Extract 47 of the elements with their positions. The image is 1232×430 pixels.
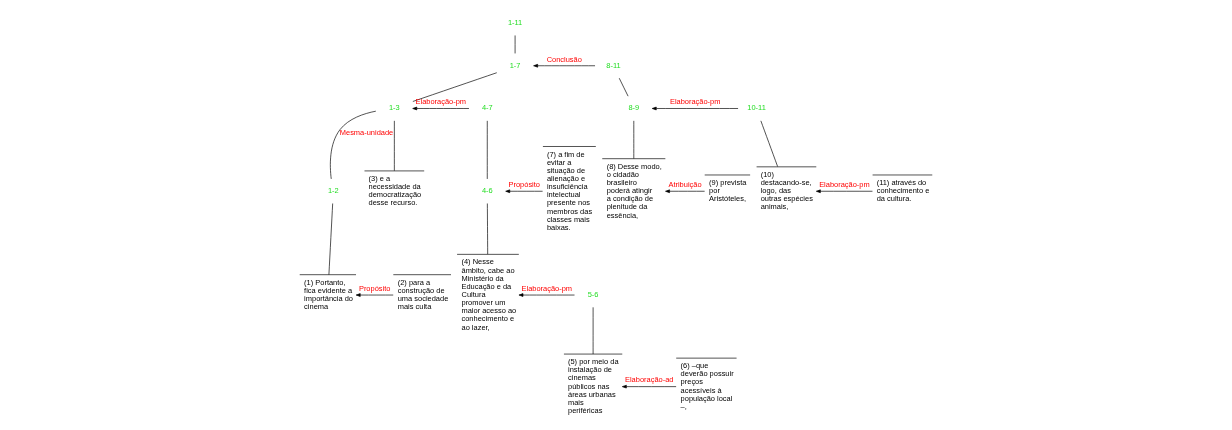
node-text: (6) –que deverão possuir preços acessíveis à população local –, xyxy=(680,361,734,411)
edge-label: Propósito xyxy=(358,283,391,293)
node-text: (7) a fim de evitar a situação de alienação e insuficiência intelectual presente nos membros das classes mais baixas. xyxy=(546,149,593,232)
arrow xyxy=(651,106,739,111)
connector xyxy=(633,120,635,159)
arrow xyxy=(355,293,394,297)
node-text: (10) destacando-se, logo, das outras espécies animais, xyxy=(760,169,813,212)
node-text: 4-6 xyxy=(481,186,493,196)
node-text: 1-7 xyxy=(509,60,521,70)
edge-label: Elaboração-pm xyxy=(669,97,721,107)
node-text: (2) para a construção de uma sociedade mais culta xyxy=(397,277,449,312)
arrow xyxy=(505,189,543,193)
arrow xyxy=(412,106,470,111)
node-text: 8-11 xyxy=(606,60,621,70)
edge-label: Elaboração-pm xyxy=(415,97,467,107)
node-text: 8-9 xyxy=(628,103,640,113)
node-text: 4-7 xyxy=(481,103,493,113)
edge-label: Elaboração-pm xyxy=(521,283,573,293)
node-text: (4) Nesse âmbito, cabe ao Ministério da Educação e da Cultura promover um maior acesso ao conhecimento e ao lazer, xyxy=(461,257,517,332)
node-text: 1-11 xyxy=(507,17,523,27)
connector xyxy=(394,120,395,172)
arrow xyxy=(533,64,596,68)
node-text: (9) prevista por Aristóteles, xyxy=(709,178,747,204)
arrow xyxy=(815,189,873,193)
node-text: (5) por meio da instalação de cinemas públicos nas áreas urbanas mais periféricas xyxy=(568,357,619,415)
edge-label: Elaboração-pm xyxy=(819,180,870,190)
edge-label: Propósito xyxy=(508,180,540,190)
arrow xyxy=(665,189,705,193)
connector xyxy=(760,120,778,167)
edge-label: Atribuição xyxy=(668,180,702,190)
node-text: (3) e a necessidade da democratização desse recurso. xyxy=(368,173,422,208)
node-text: 5-6 xyxy=(587,289,599,299)
connector xyxy=(412,72,498,102)
node-text: (8) Desse modo, o cidadão brasileiro poderá atingir a condição de plenitude da essência, xyxy=(606,161,662,220)
node-text: 1-3 xyxy=(388,103,400,113)
node-text: (1) Portanto, fica evidente a importância do cinema xyxy=(304,277,354,312)
arrow xyxy=(518,293,575,297)
connector xyxy=(328,203,333,275)
edge-label: Elaboração-ad xyxy=(625,375,674,385)
edge-label: Conclusão xyxy=(546,54,582,64)
arrow xyxy=(621,384,677,389)
connector xyxy=(330,110,377,180)
connector xyxy=(487,203,489,255)
node-text: 10-11 xyxy=(747,103,766,113)
node-text: 1-2 xyxy=(327,186,339,196)
node-text: (11) através do conhecimento e da cultura. xyxy=(876,178,930,204)
edge-label: Mesma-unidade xyxy=(339,128,394,138)
